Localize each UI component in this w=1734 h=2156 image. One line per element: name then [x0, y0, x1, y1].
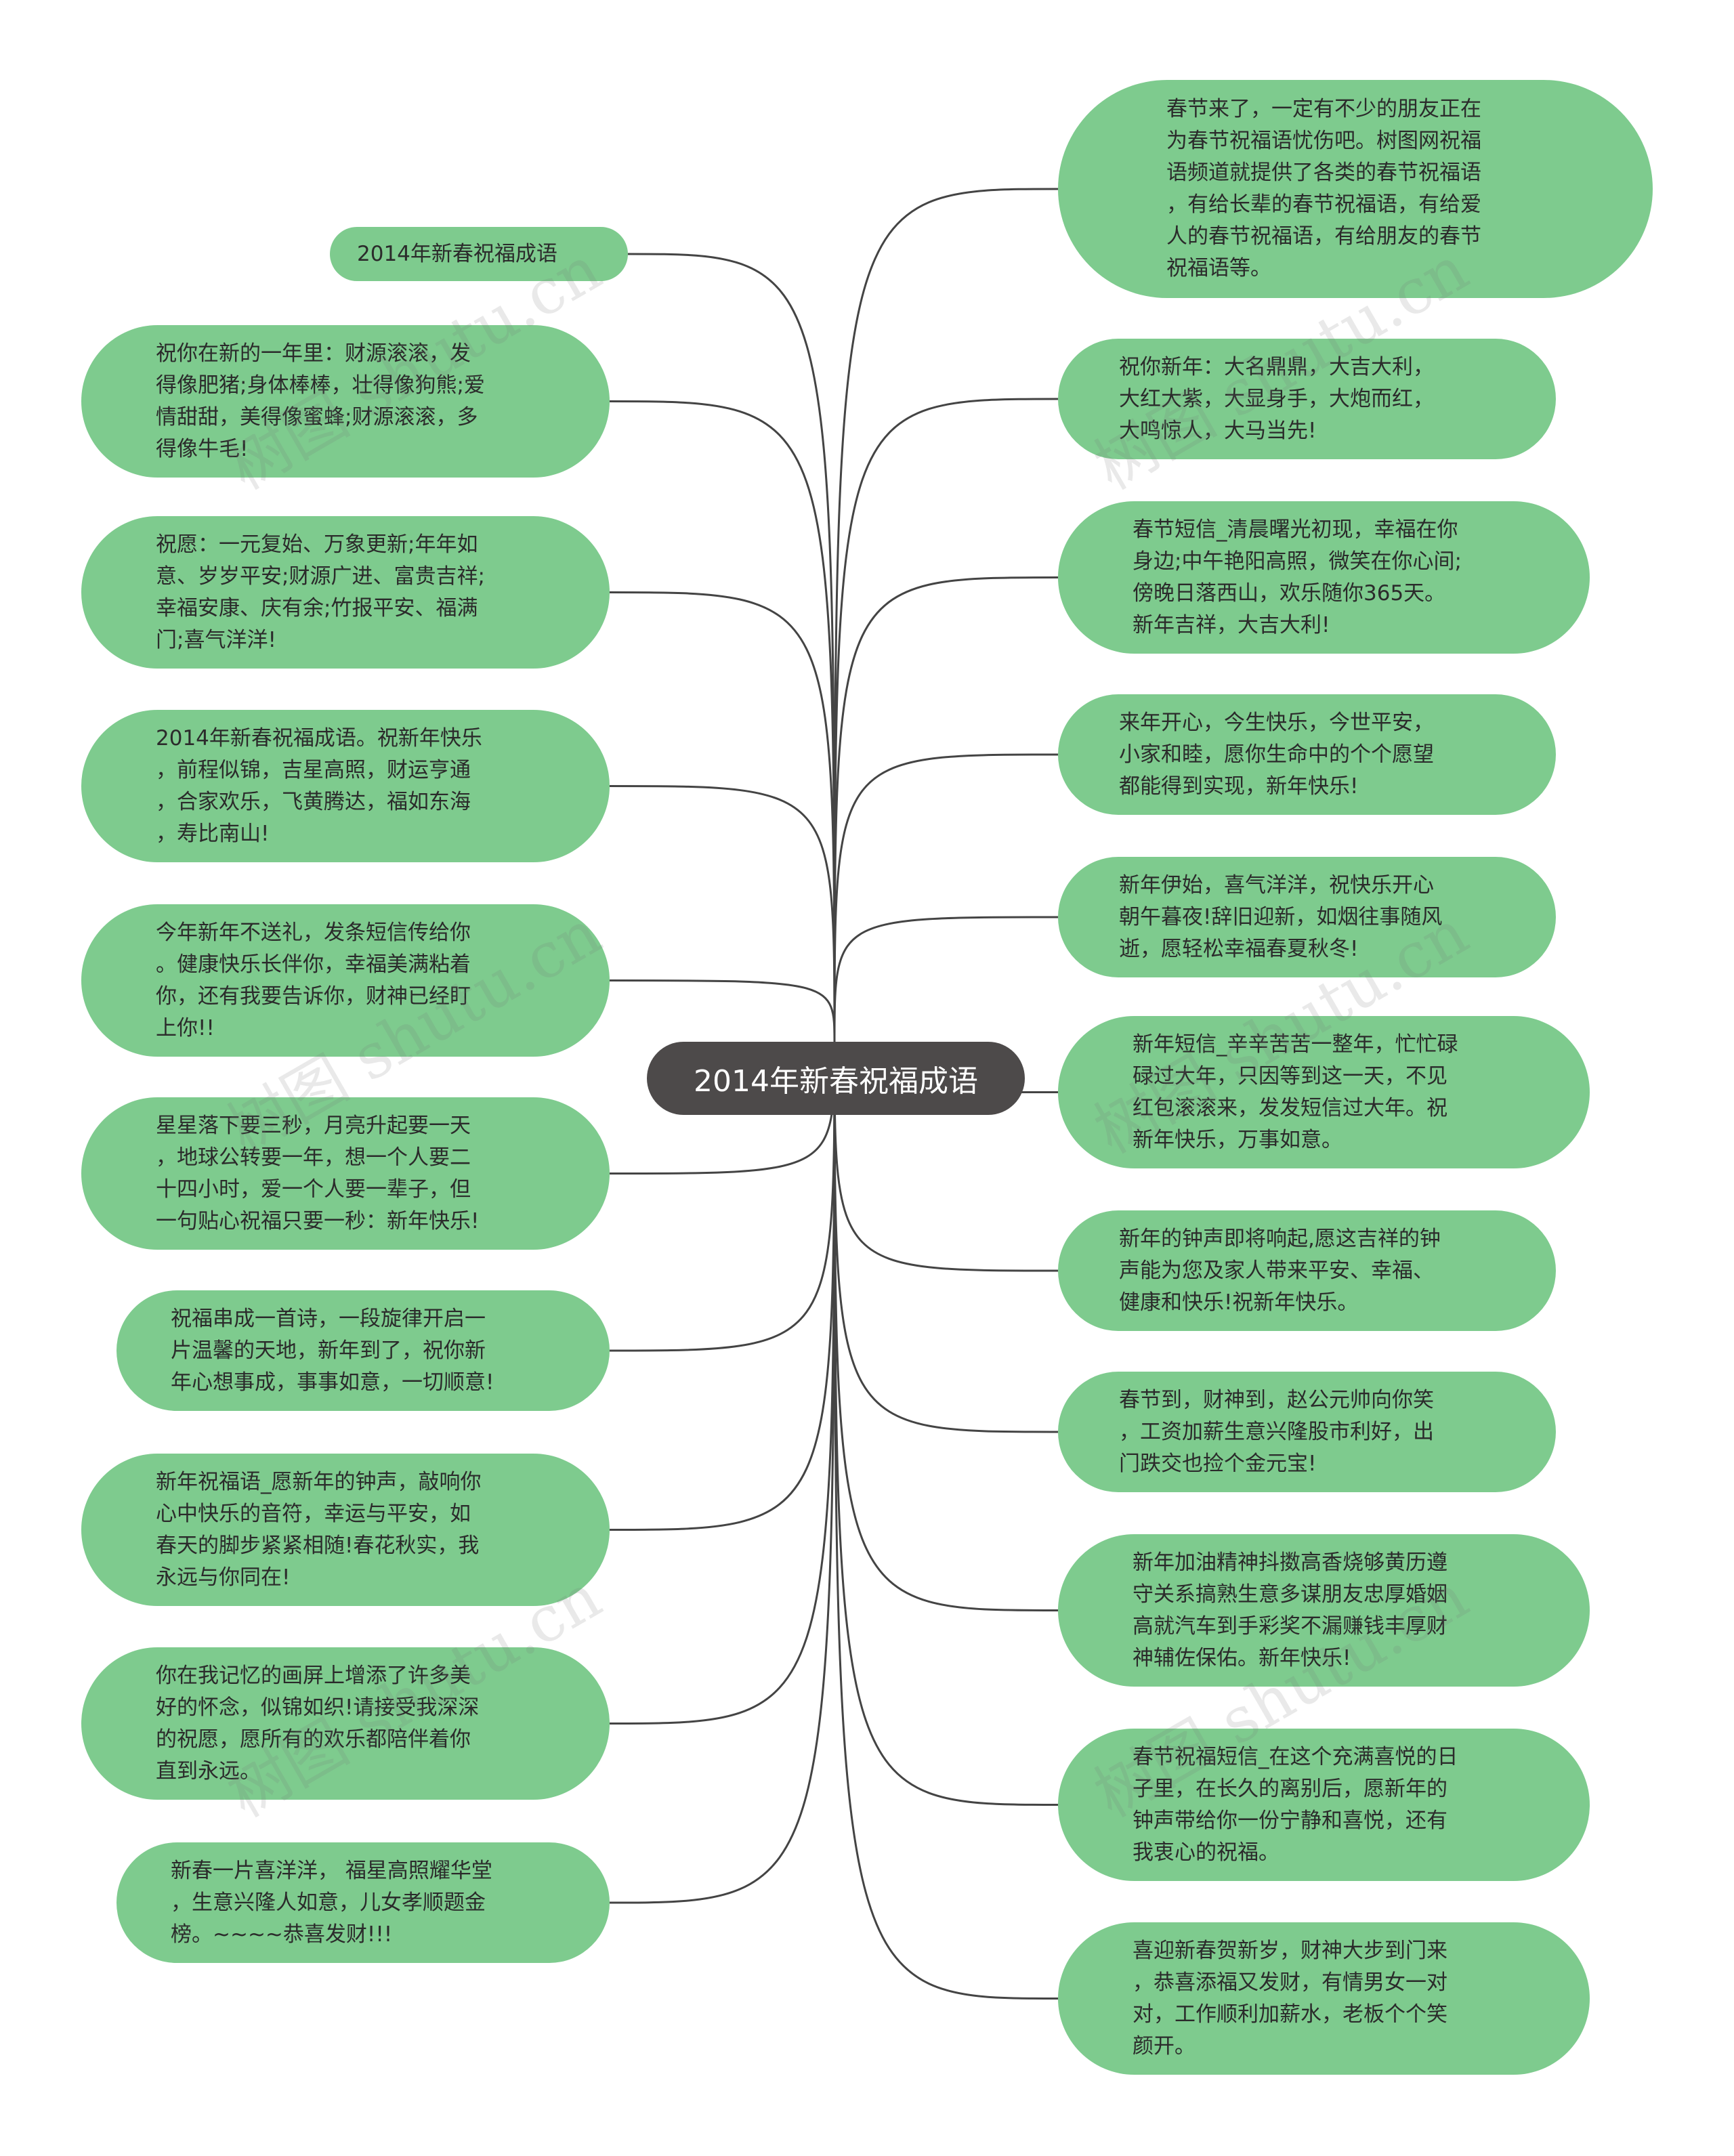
- left-node-1[interactable]: 2014年新春祝福成语: [330, 227, 628, 281]
- right-node-3[interactable]: 春节短信_清晨曙光初现，幸福在你 身边;中午艳阳高照，微笑在你心间; 傍晚日落西…: [1058, 501, 1590, 654]
- left-node-3[interactable]: 祝愿：一元复始、万象更新;年年如 意、岁岁平安;财源广进、富贵吉祥; 幸福安康、…: [81, 516, 610, 669]
- connector-line: [833, 1042, 1059, 1806]
- node-text: 祝福串成一首诗，一段旋律开启一 片温馨的天地，新年到了，祝你新 年心想事成，事事…: [171, 1306, 494, 1395]
- right-node-4[interactable]: 来年开心，今生快乐，今世平安， 小家和睦，愿你生命中的个个愿望 都能得到实现，新…: [1058, 694, 1556, 815]
- connector-line: [833, 188, 1059, 1044]
- node-text: 来年开心，今生快乐，今世平安， 小家和睦，愿你生命中的个个愿望 都能得到实现，新…: [1119, 710, 1434, 799]
- left-node-2[interactable]: 祝你在新的一年里：财源滚滚，发 得像肥猪;身体棒棒，壮得像狗熊;爱 情甜甜，美得…: [81, 325, 610, 478]
- left-node-8[interactable]: 新年祝福语_愿新年的钟声，敲响你 心中快乐的音符，幸运与平安，如 春天的脚步紧紧…: [81, 1454, 610, 1606]
- node-text: 今年新年不送礼，发条短信传给你 。健康快乐长伴你，幸福美满粘着 你，还有我要告诉…: [156, 920, 471, 1040]
- left-node-9[interactable]: 你在我记忆的画屏上增添了许多美 好的怀念，似锦如织!请接受我深深 的祝愿，愿所有…: [81, 1647, 610, 1800]
- node-text: 祝你新年：大名鼎鼎，大吉大利， 大红大紫，大显身手，大炮而红， 大鸣惊人，大马当…: [1119, 354, 1434, 443]
- node-text: 2014年新春祝福成语: [357, 241, 557, 266]
- node-text: 春节来了，一定有不少的朋友正在 为春节祝福语忧伤吧。树图网祝福 语频道就提供了各…: [1166, 97, 1481, 280]
- node-text: 新年短信_辛辛苦苦一整年，忙忙碌 碌过大年，只因等到这一天，不见 红包滚滚来，发…: [1133, 1032, 1458, 1152]
- connector-line: [833, 1042, 1059, 2000]
- node-text: 新年的钟声即将响起,愿这吉祥的钟 声能为您及家人带来平安、幸福、 健康和快乐!祝…: [1119, 1226, 1441, 1315]
- node-text: 新春一片喜洋洋， 福星高照耀华堂 ，生意兴隆人如意，儿女孝顺题金 榜。~~~~恭…: [171, 1858, 492, 1947]
- connector-line: [609, 785, 836, 1044]
- node-text: 你在我记忆的画屏上增添了许多美 好的怀念，似锦如织!请接受我深深 的祝愿，愿所有…: [156, 1663, 480, 1783]
- node-text: 祝你在新的一年里：财源滚滚，发 得像肥猪;身体棒棒，壮得像狗熊;爱 情甜甜，美得…: [156, 341, 485, 461]
- center-node[interactable]: 2014年新春祝福成语: [647, 1042, 1025, 1115]
- right-node-9[interactable]: 新年加油精神抖擞高香烧够黄历遵 守关系搞熟生意多谋朋友忠厚婚姻 高就汽车到手彩奖…: [1058, 1534, 1590, 1687]
- connector-line: [609, 1042, 836, 1725]
- node-text: 新年祝福语_愿新年的钟声，敲响你 心中快乐的音符，幸运与平安，如 春天的脚步紧紧…: [156, 1469, 482, 1590]
- node-text: 新年伊始，喜气洋洋，祝快乐开心 朝午暮夜!辞旧迎新，如烟往事随风 逝，愿轻松幸福…: [1119, 872, 1443, 961]
- left-node-6[interactable]: 星星落下要三秒，月亮升起要一天 ，地球公转要一年，想一个人要二 十四小时，爱一个…: [81, 1097, 610, 1250]
- node-text: 新年加油精神抖擞高香烧够黄历遵 守关系搞熟生意多谋朋友忠厚婚姻 高就汽车到手彩奖…: [1133, 1550, 1447, 1670]
- node-text: 祝愿：一元复始、万象更新;年年如 意、岁岁平安;财源广进、富贵吉祥; 幸福安康、…: [156, 532, 485, 652]
- node-text: 星星落下要三秒，月亮升起要一天 ，地球公转要一年，想一个人要二 十四小时，爱一个…: [156, 1113, 480, 1233]
- connector-line: [627, 253, 836, 1044]
- right-node-8[interactable]: 春节到，财神到，赵公元帅向你笑 ，工资加薪生意兴隆股市利好，出 门跌交也捡个金元…: [1058, 1372, 1556, 1492]
- node-text: 2014年新春祝福成语。祝新年快乐 ，前程似锦，吉星高照，财运亨通 ，合家欢乐，…: [156, 725, 482, 846]
- connector-line: [833, 753, 1059, 1044]
- node-text: 春节短信_清晨曙光初现，幸福在你 身边;中午艳阳高照，微笑在你心间; 傍晚日落西…: [1133, 517, 1462, 637]
- connector-line: [609, 1042, 836, 1531]
- connector-line: [609, 591, 836, 1044]
- right-node-7[interactable]: 新年的钟声即将响起,愿这吉祥的钟 声能为您及家人带来平安、幸福、 健康和快乐!祝…: [1058, 1210, 1556, 1331]
- connector-line: [609, 979, 836, 1044]
- center-node-label: 2014年新春祝福成语: [694, 1064, 978, 1099]
- connector-line: [833, 398, 1059, 1044]
- right-node-2[interactable]: 祝你新年：大名鼎鼎，大吉大利， 大红大紫，大显身手，大炮而红， 大鸣惊人，大马当…: [1058, 339, 1556, 459]
- node-text: 春节祝福短信_在这个充满喜悦的日 子里，在长久的离别后，愿新年的 钟声带给你一份…: [1133, 1744, 1458, 1865]
- connector-line: [609, 400, 836, 1044]
- right-node-11[interactable]: 喜迎新春贺新岁，财神大步到门来 ，恭喜添福又发财，有情男女一对 对，工作顺利加薪…: [1058, 1922, 1590, 2075]
- node-text: 喜迎新春贺新岁，财神大步到门来 ，恭喜添福又发财，有情男女一对 对，工作顺利加薪…: [1133, 1938, 1447, 2058]
- right-node-1[interactable]: 春节来了，一定有不少的朋友正在 为春节祝福语忧伤吧。树图网祝福 语频道就提供了各…: [1058, 80, 1653, 298]
- connector-line: [833, 916, 1059, 1044]
- connector-line: [833, 576, 1059, 1044]
- right-node-10[interactable]: 春节祝福短信_在这个充满喜悦的日 子里，在长久的离别后，愿新年的 钟声带给你一份…: [1058, 1729, 1590, 1881]
- node-text: 春节到，财神到，赵公元帅向你笑 ，工资加薪生意兴隆股市利好，出 门跌交也捡个金元…: [1119, 1387, 1434, 1476]
- left-node-7[interactable]: 祝福串成一首诗，一段旋律开启一 片温馨的天地，新年到了，祝你新 年心想事成，事事…: [117, 1290, 610, 1411]
- left-node-4[interactable]: 2014年新春祝福成语。祝新年快乐 ，前程似锦，吉星高照，财运亨通 ，合家欢乐，…: [81, 710, 610, 862]
- left-node-10[interactable]: 新春一片喜洋洋， 福星高照耀华堂 ，生意兴隆人如意，儿女孝顺题金 榜。~~~~恭…: [117, 1842, 610, 1963]
- right-node-5[interactable]: 新年伊始，喜气洋洋，祝快乐开心 朝午暮夜!辞旧迎新，如烟往事随风 逝，愿轻松幸福…: [1058, 857, 1556, 977]
- connector-line: [833, 1042, 1059, 1611]
- right-node-6[interactable]: 新年短信_辛辛苦苦一整年，忙忙碌 碌过大年，只因等到这一天，不见 红包滚滚来，发…: [1058, 1016, 1590, 1168]
- left-node-5[interactable]: 今年新年不送礼，发条短信传给你 。健康快乐长伴你，幸福美满粘着 你，还有我要告诉…: [81, 904, 610, 1057]
- connector-line: [609, 1042, 836, 1904]
